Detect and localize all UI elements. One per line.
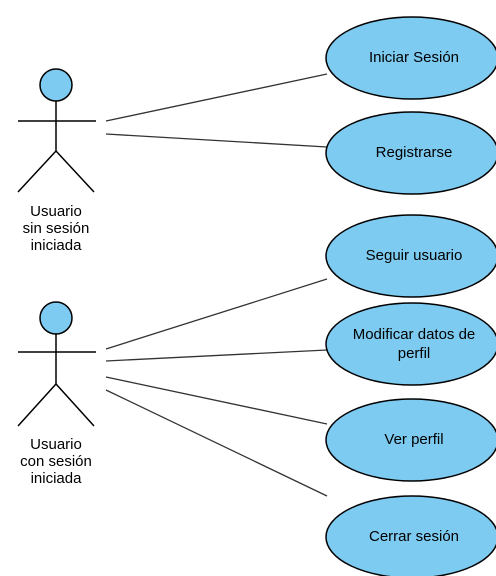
use-case-logout-ellipse[interactable] (325, 495, 496, 576)
actor-member-left-leg (17, 383, 57, 427)
use-case-edit-label[interactable]: Modificar datos de perfil (352, 326, 476, 362)
actor-member-label: Usuario con sesión iniciada (20, 436, 92, 487)
actor-guest-head (39, 68, 73, 102)
actor-member (17, 301, 96, 427)
association-login (105, 73, 328, 122)
use-case-view-label[interactable]: Ver perfil (384, 431, 444, 448)
use-case-register-label[interactable]: Registrarse (375, 144, 453, 161)
use-case-follow-ellipse[interactable] (325, 214, 496, 298)
use-case-view-ellipse[interactable] (325, 398, 496, 482)
use-case-edit-ellipse[interactable] (325, 302, 496, 386)
actor-guest-right-leg (55, 150, 95, 193)
use-case-login-label[interactable]: Iniciar Sesión (368, 49, 460, 66)
use-case-login-ellipse[interactable] (325, 16, 496, 100)
actor-guest-label: Usuario sin sesión iniciada (22, 203, 90, 254)
use-case-follow-label[interactable]: Seguir usuario (365, 247, 463, 264)
association-edit (105, 349, 328, 362)
actor-guest (17, 68, 96, 193)
use-case-logout-label[interactable]: Cerrar sesión (368, 528, 460, 545)
use-case-register-ellipse[interactable] (325, 111, 496, 195)
association-register (105, 133, 328, 148)
use-cases (325, 16, 496, 576)
association-follow (105, 278, 328, 350)
actor-member-right-leg (55, 383, 95, 427)
association-logout (105, 389, 328, 497)
association-view (105, 376, 328, 425)
actor-guest-left-leg (17, 150, 57, 193)
associations (105, 73, 328, 497)
actor-member-head (39, 301, 73, 335)
